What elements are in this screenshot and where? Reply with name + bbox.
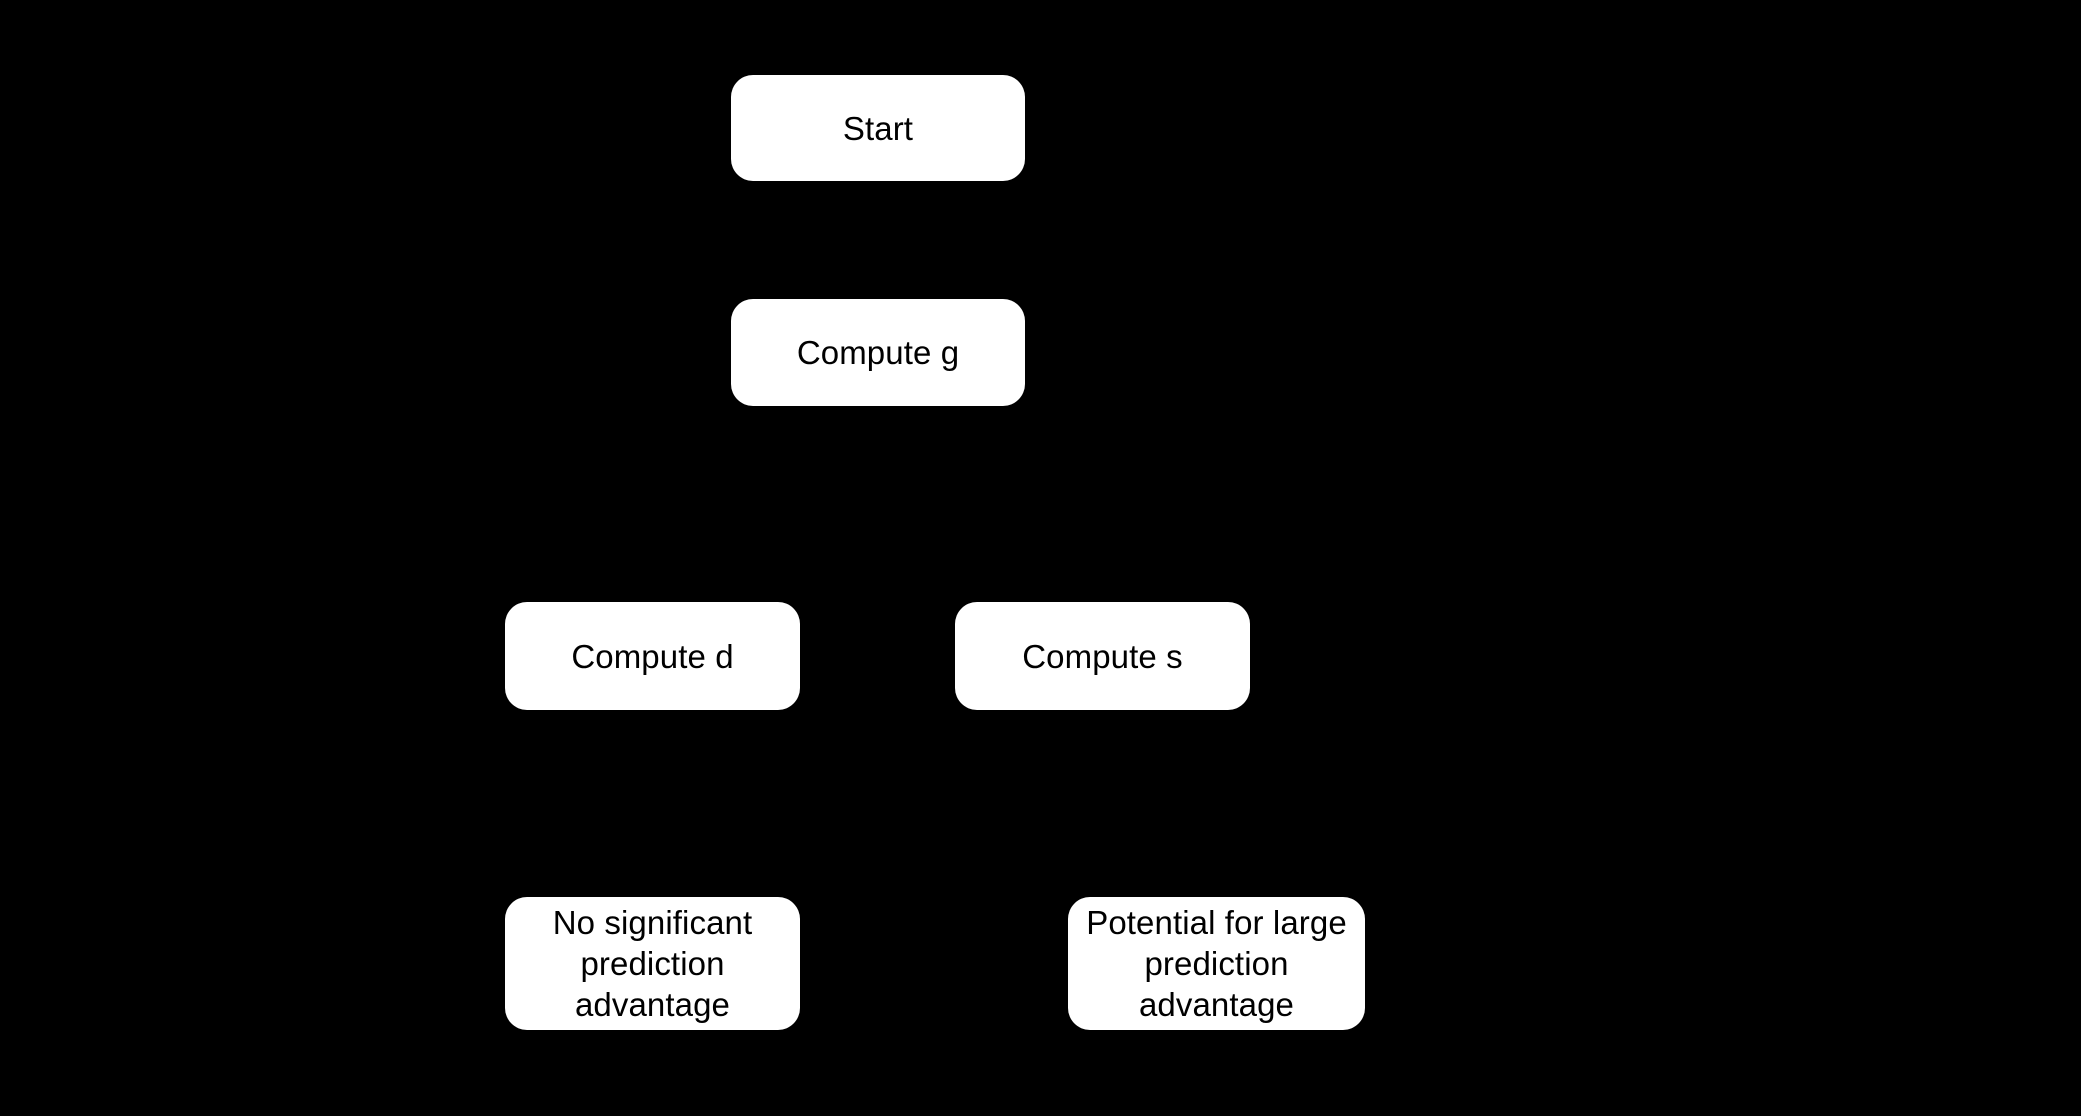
edge-compute-g-to-compute-s (876, 406, 1112, 598)
node-potential-for-large-prediction-advantage[interactable]: Potential for large prediction advantage (1068, 897, 1365, 1030)
node-start[interactable]: Start (731, 75, 1025, 181)
edge-compute-g-to-compute-d (642, 406, 880, 598)
node-no-significant-prediction-advantage[interactable]: No significant prediction advantage (505, 897, 800, 1030)
node-compute-g[interactable]: Compute g (731, 299, 1025, 406)
node-compute-s[interactable]: Compute s (955, 602, 1250, 710)
edge-compute-s-to-large-adv (1100, 710, 1226, 893)
node-compute-d[interactable]: Compute d (505, 602, 800, 710)
